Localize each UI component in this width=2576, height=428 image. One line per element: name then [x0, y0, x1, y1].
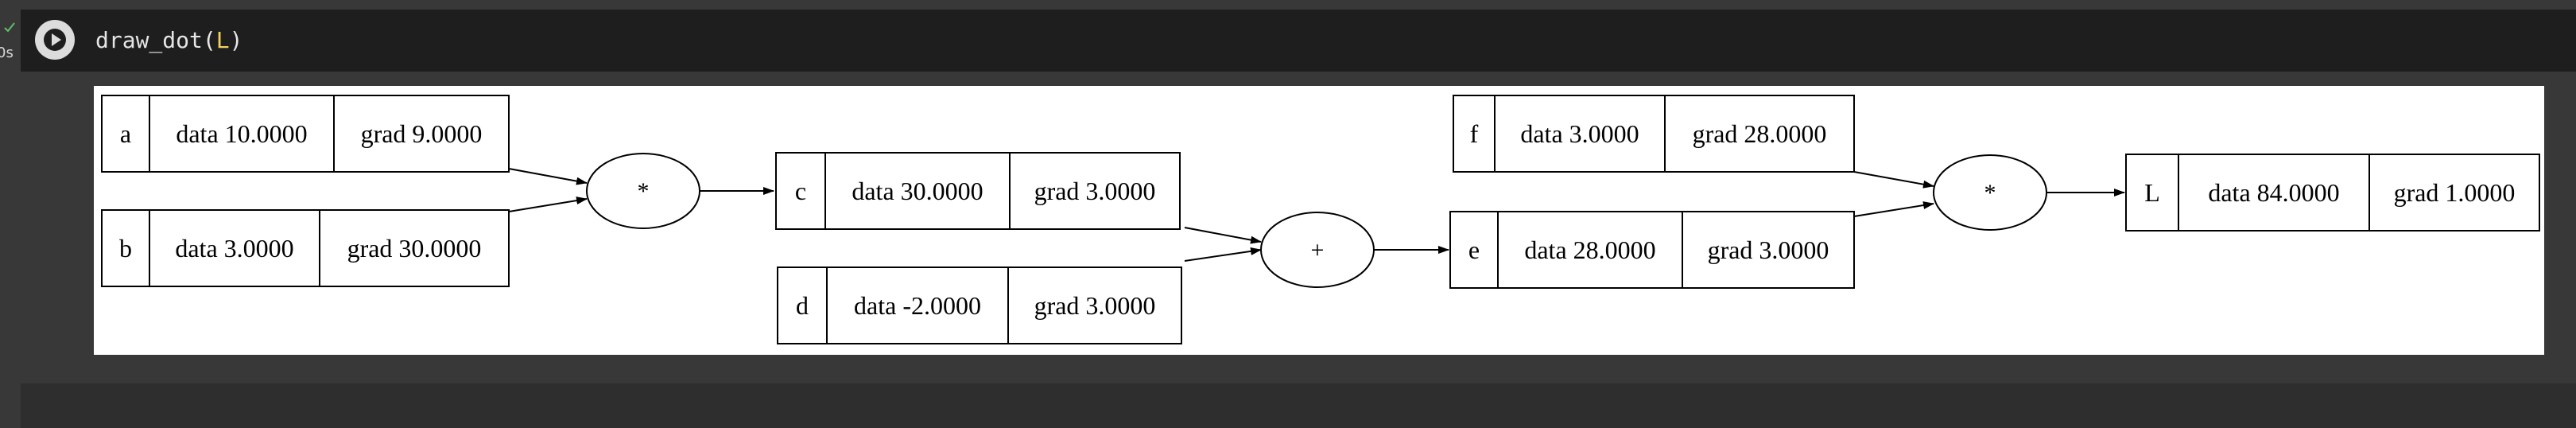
node-data: data 10.0000 — [176, 119, 307, 148]
node-label: b — [119, 234, 132, 263]
node-label: e — [1468, 235, 1480, 264]
code-argument: L — [215, 27, 230, 53]
node-data: data 30.0000 — [852, 177, 983, 205]
code-editor[interactable]: draw_dot(L) — [21, 10, 2576, 72]
node-grad: grad 3.0000 — [1034, 291, 1156, 320]
edge-b-mul1 — [508, 196, 588, 212]
node-grad: grad 30.0000 — [347, 234, 482, 263]
node-label: a — [120, 119, 131, 148]
edge-c-add — [1184, 227, 1262, 244]
node-data: data 28.0000 — [1524, 235, 1655, 264]
code-function: draw_dot( — [95, 27, 216, 53]
cell-footer — [21, 383, 2576, 428]
node-grad: grad 9.0000 — [361, 119, 483, 148]
graph-edges — [508, 168, 2125, 262]
op-node-mul-1: * — [586, 153, 700, 229]
node-grad: grad 28.0000 — [1693, 119, 1827, 148]
node-data: data 3.0000 — [175, 234, 293, 263]
cell-output-graph: * + * a data 10.0000 grad 9.0000 b data … — [94, 86, 2544, 355]
execution-time: 0s — [0, 45, 14, 61]
edge-e-mul2 — [1853, 201, 1934, 217]
node-grad: grad 1.0000 — [2394, 178, 2516, 207]
value-node-L: L data 84.0000 grad 1.0000 — [2125, 154, 2540, 232]
node-data: data -2.0000 — [854, 291, 981, 320]
node-data: data 3.0000 — [1520, 119, 1639, 148]
edge-a-mul1 — [508, 168, 588, 185]
node-grad: grad 3.0000 — [1708, 235, 1829, 264]
node-data: data 84.0000 — [2208, 178, 2339, 207]
value-node-e: e data 28.0000 grad 3.0000 — [1449, 211, 1855, 289]
edge-d-add — [1184, 247, 1262, 262]
op-symbol: * — [1984, 180, 1996, 206]
node-label: d — [796, 291, 809, 320]
run-cell-button[interactable] — [35, 20, 75, 60]
node-label: c — [795, 177, 806, 205]
cell-status-gutter: 0s — [0, 0, 21, 73]
play-icon — [44, 29, 66, 51]
value-node-b: b data 3.0000 grad 30.0000 — [101, 209, 510, 287]
node-label: f — [1470, 119, 1479, 148]
op-symbol: * — [638, 178, 650, 204]
op-symbol: + — [1311, 237, 1325, 263]
value-node-c: c data 30.0000 grad 3.0000 — [775, 152, 1181, 230]
op-node-add: + — [1260, 212, 1375, 288]
value-node-a: a data 10.0000 grad 9.0000 — [101, 95, 510, 173]
op-node-mul-2: * — [1933, 154, 2047, 231]
node-label: L — [2144, 178, 2160, 207]
node-grad: grad 3.0000 — [1034, 177, 1156, 205]
check-icon — [4, 22, 15, 33]
code-paren: ) — [229, 27, 243, 53]
code-line[interactable]: draw_dot(L) — [95, 27, 242, 53]
edge-f-mul2 — [1853, 171, 1934, 189]
computation-graph: * + * a data 10.0000 grad 9.0000 b data … — [101, 95, 2540, 344]
value-node-d: d data -2.0000 grad 3.0000 — [777, 267, 1182, 344]
value-node-f: f data 3.0000 grad 28.0000 — [1453, 95, 1855, 173]
